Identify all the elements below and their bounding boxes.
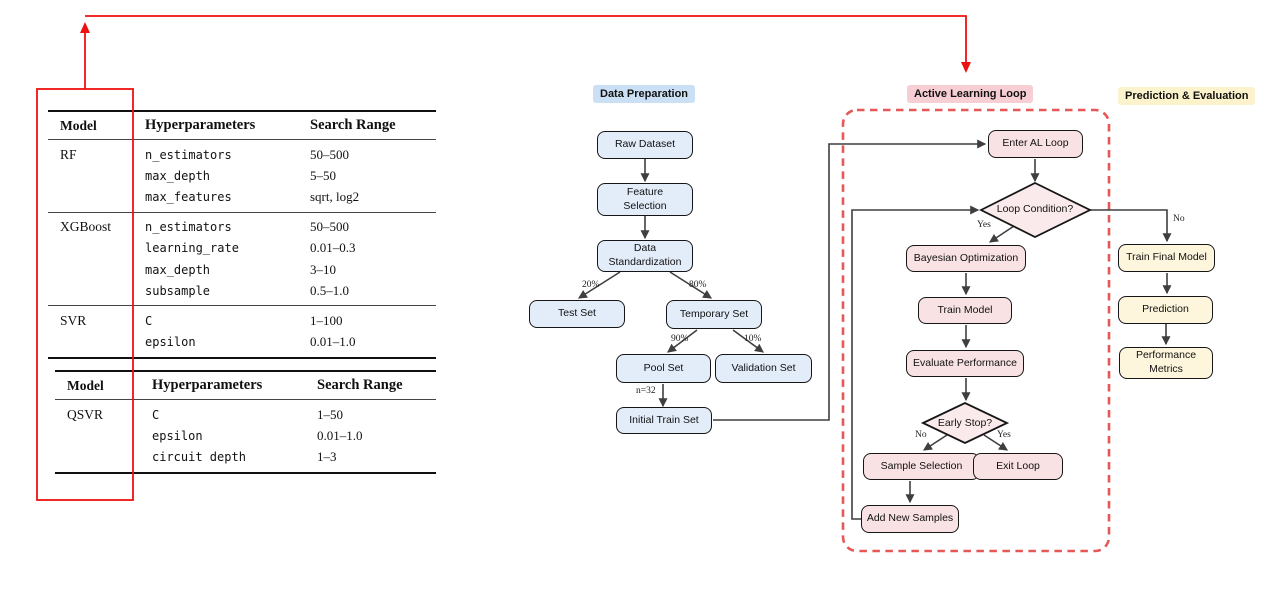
node-evaluate-performance: Evaluate Performance: [906, 350, 1024, 377]
param-range: 50–500: [310, 219, 349, 235]
node-prediction: Prediction: [1118, 296, 1213, 324]
node-pool-set: Pool Set: [616, 354, 711, 383]
param-range: 0.01–1.0: [310, 334, 356, 350]
param-name: learning_rate: [145, 241, 239, 256]
node-test-set: Test Set: [529, 300, 625, 328]
hyperparameter-table-quantum: Model Hyperparameters Search Range QSVR …: [55, 370, 436, 474]
edge-label-temp-split: 80%: [689, 280, 707, 290]
table-rule: [55, 399, 436, 400]
param-name: n_estimators: [145, 220, 232, 235]
param-range: 3–10: [310, 261, 336, 277]
table-group-svr: SVR C 1–100 epsilon 0.01–1.0: [48, 306, 436, 356]
node-feature-selection: Feature Selection: [597, 183, 693, 216]
param-range: 1–3: [317, 448, 337, 464]
model-name: SVR: [60, 312, 87, 328]
edge-label-test-split: 20%: [582, 280, 600, 290]
param-name: epsilon: [145, 335, 196, 350]
active-learning-loop-container: [841, 108, 1111, 553]
hyperparameter-table-classical: Model Hyperparameters Search Range RF n_…: [48, 110, 436, 359]
table-header-row: Model Hyperparameters Search Range: [48, 112, 436, 139]
edge-label-early-no: No: [915, 430, 927, 440]
table-group-xgboost: XGBoost n_estimators 50–500 learning_rat…: [48, 213, 436, 306]
edge-label-loop-no: No: [1173, 214, 1185, 224]
node-early-stop: Early Stop?: [937, 417, 993, 429]
edge-label-early-yes: Yes: [997, 430, 1011, 440]
node-sample-selection: Sample Selection: [863, 453, 980, 480]
col-header-hyperparameters: Hyperparameters: [152, 377, 263, 393]
edge-label-loop-yes: Yes: [977, 220, 991, 230]
param-name: n_estimators: [145, 147, 232, 162]
param-range: sqrt, log2: [310, 188, 360, 204]
param-name: C: [145, 313, 153, 328]
node-data-standardization: Data Standardization: [597, 240, 693, 272]
param-range: 5–50: [310, 167, 336, 183]
param-name: subsample: [145, 283, 211, 298]
node-bayesian-optimization: Bayesian Optimization: [906, 245, 1026, 272]
table-rule: [55, 370, 436, 372]
param-range: 1–50: [317, 406, 343, 422]
table-header-row: Model Hyperparameters Search Range: [55, 372, 436, 399]
param-range: 50–500: [310, 146, 349, 162]
node-loop-condition: Loop Condition?: [996, 203, 1074, 215]
col-header-search-range: Search Range: [317, 377, 403, 393]
node-validation-set: Validation Set: [715, 354, 812, 383]
table-rule: [48, 139, 436, 140]
param-range: 0.01–1.0: [317, 427, 363, 443]
node-performance-metrics: Performance Metrics: [1119, 347, 1213, 379]
table-rule: [48, 110, 436, 112]
table-rule: [48, 356, 436, 359]
table-rule: [48, 211, 436, 213]
section-header-prediction-evaluation: Prediction & Evaluation: [1118, 87, 1256, 105]
edge-label-val-split: 10%: [744, 334, 762, 344]
edge-label-initial-n: n=32: [636, 386, 656, 396]
node-train-final-model: Train Final Model: [1118, 244, 1215, 272]
param-name: max_depth: [145, 168, 211, 183]
param-name: epsilon: [152, 428, 203, 443]
param-name: circuit depth: [152, 449, 246, 464]
model-name: RF: [60, 146, 77, 162]
section-header-active-learning-loop: Active Learning Loop: [907, 85, 1034, 103]
node-raw-dataset: Raw Dataset: [597, 131, 693, 159]
table-rule: [48, 305, 436, 307]
param-range: 0.01–0.3: [310, 240, 356, 256]
table-group-qsvr: QSVR C 1–50 epsilon 0.01–1.0 circuit dep…: [55, 400, 436, 472]
param-name: C: [152, 407, 160, 422]
param-range: 0.5–1.0: [310, 282, 349, 298]
param-name: max_depth: [145, 262, 211, 277]
model-name: QSVR: [67, 406, 104, 422]
col-header-search-range: Search Range: [310, 117, 396, 133]
param-name: max_features: [145, 189, 232, 204]
node-enter-al-loop: Enter AL Loop: [988, 130, 1083, 158]
table-group-rf: RF n_estimators 50–500 max_depth 5–50 ma…: [48, 140, 436, 212]
node-exit-loop: Exit Loop: [973, 453, 1063, 480]
model-name: XGBoost: [60, 219, 112, 235]
col-header-model: Model: [60, 117, 97, 133]
node-initial-train-set: Initial Train Set: [616, 407, 712, 434]
node-train-model: Train Model: [918, 297, 1012, 324]
section-header-data-preparation: Data Preparation: [593, 85, 696, 103]
table-rule: [55, 471, 436, 474]
param-range: 1–100: [310, 312, 343, 328]
node-add-new-samples: Add New Samples: [861, 505, 959, 533]
node-temporary-set: Temporary Set: [666, 300, 762, 329]
col-header-hyperparameters: Hyperparameters: [145, 117, 256, 133]
edge-label-pool-split: 90%: [671, 334, 689, 344]
col-header-model: Model: [67, 377, 104, 393]
